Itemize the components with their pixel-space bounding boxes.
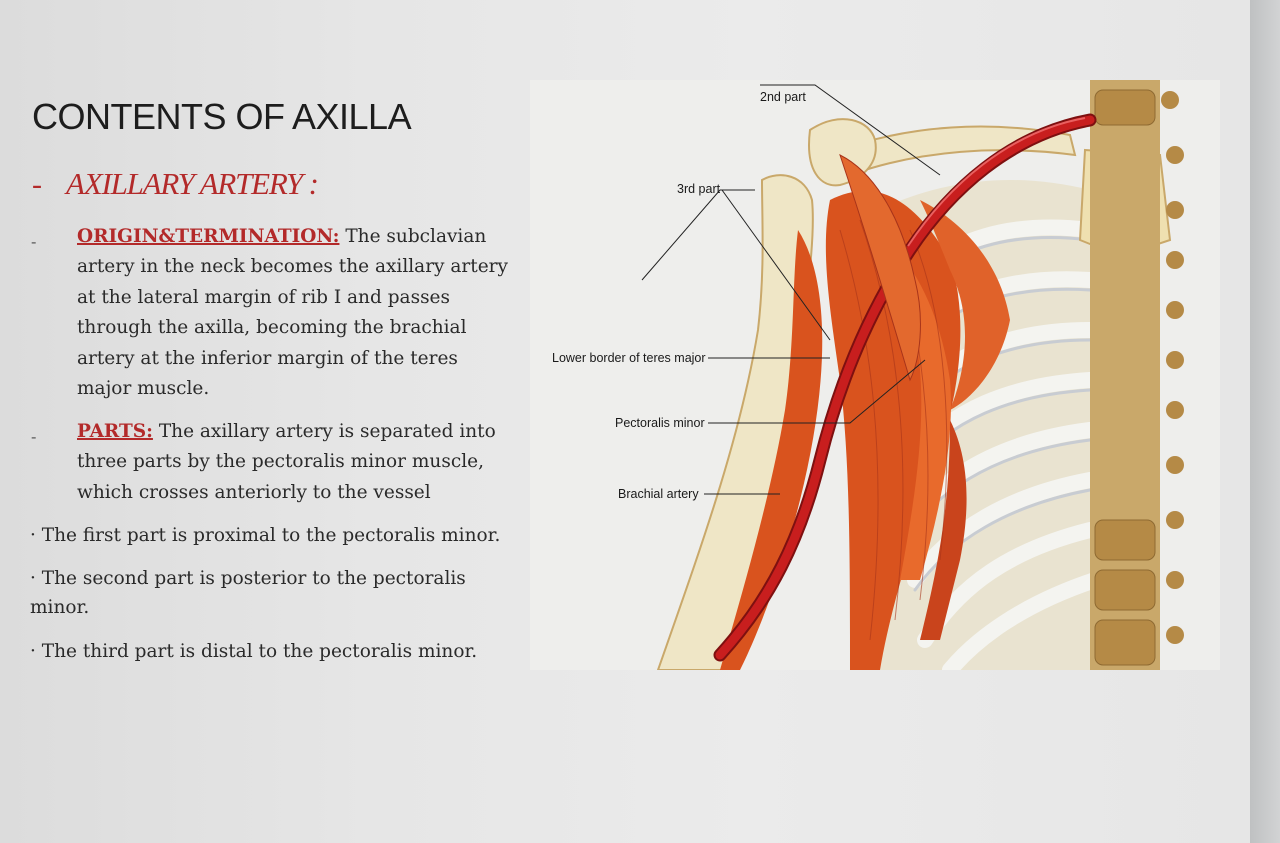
paragraph-text: The subclavian artery in the neck become… [77,226,508,400]
slide-title: CONTENTS OF AXILLA [32,96,412,137]
paragraph-lead: ORIGIN&TERMINATION: [77,226,340,247]
axillary-artery [715,115,1095,660]
paragraph-dash: - [31,232,37,251]
label-brachial-artery: Brachial artery [618,487,699,501]
clavicle-bone [838,125,1077,177]
leader-lines [641,84,941,495]
label-teres-major: Lower border of teres major [552,351,706,365]
slide: CONTENTS OF AXILLA - AXILLARY ARTERY : -… [30,80,1220,670]
chest-muscles [825,190,1010,670]
origin-termination-paragraph: ORIGIN&TERMINATION: The subclavian arter… [77,222,517,404]
label-pectoralis-minor: Pectoralis minor [615,416,705,430]
monitor-bezel [1250,0,1280,843]
paragraph-dash: - [31,427,37,446]
anatomy-illustration: 2nd part 3rd part Lower border of teres … [530,80,1220,670]
bullet-item: · The first part is proximal to the pect… [30,525,501,546]
bullet-item: · The second part is posterior to the pe… [30,568,466,618]
paragraph-lead: PARTS: [77,421,153,442]
label-2nd-part: 2nd part [760,90,806,104]
axilla-anatomy-figure: 2nd part 3rd part Lower border of teres … [530,80,1220,670]
arm-muscle [720,230,823,670]
artery-highlight [907,117,1086,247]
vertebral-column [1090,80,1184,670]
parts-paragraph: PARTS: The axillary artery is separated … [77,417,517,508]
section-dash: - [32,168,42,201]
section-heading: AXILLARY ARTERY : [66,166,319,201]
paragraph-text: The axillary artery is separated into th… [77,421,496,503]
bullet-item: · The third part is distal to the pector… [30,641,478,662]
label-3rd-part: 3rd part [677,182,721,196]
pectoralis-minor-muscle [839,154,921,382]
